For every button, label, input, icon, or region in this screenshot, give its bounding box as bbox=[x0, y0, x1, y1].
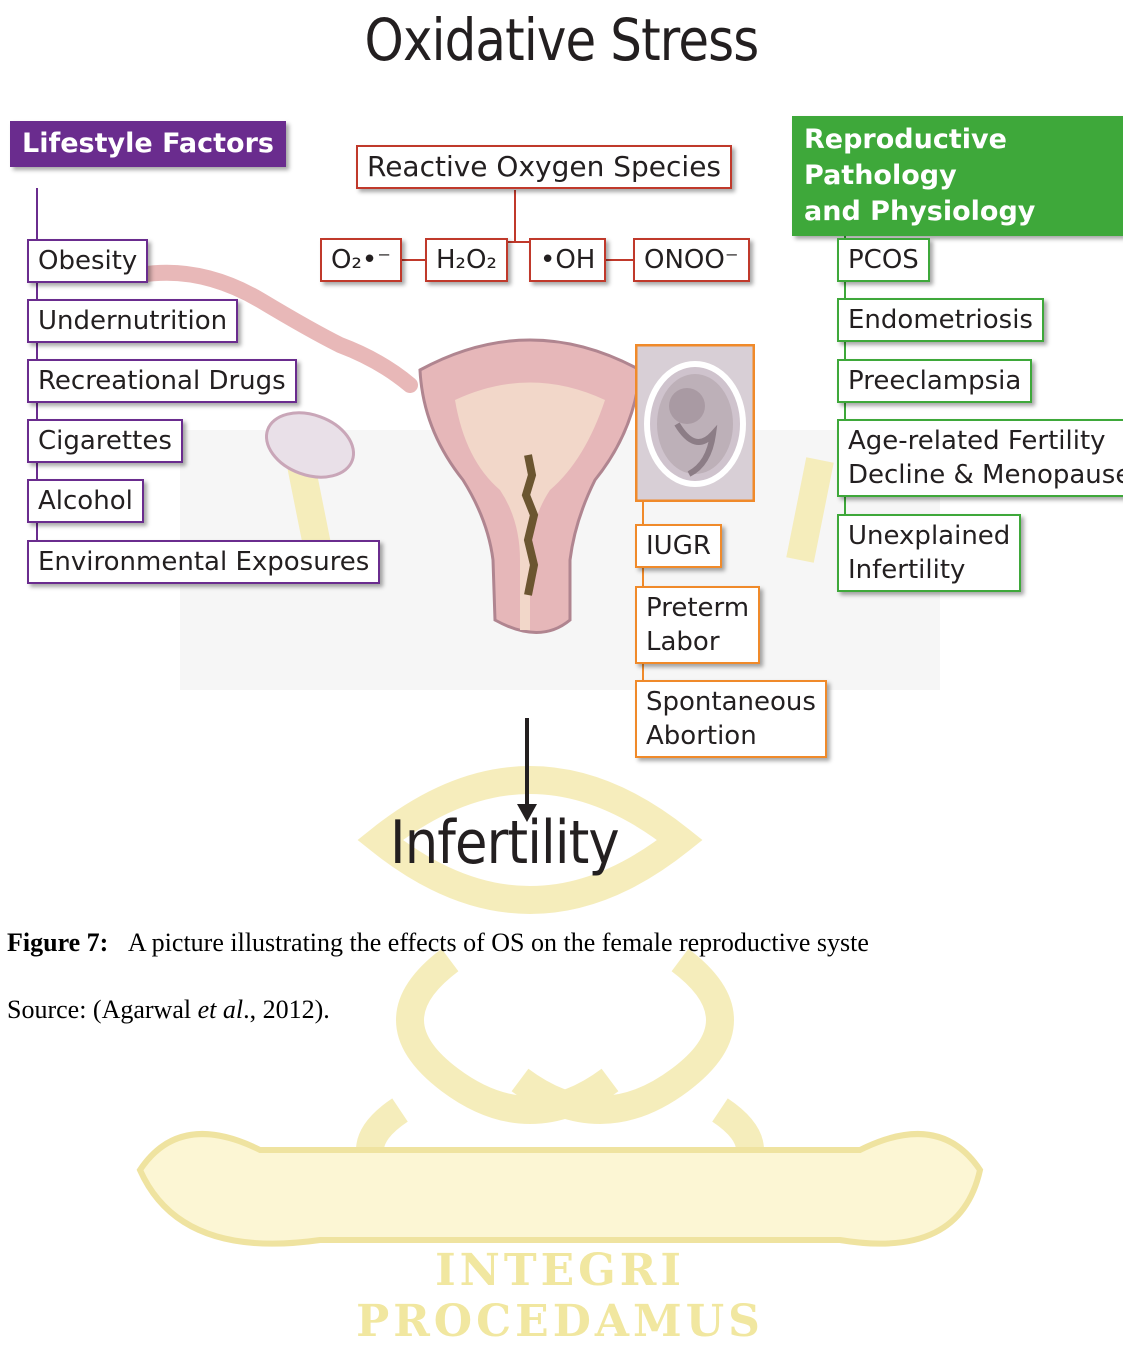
pregnancy-item-preterm-labor: Preterm Labor bbox=[635, 586, 760, 664]
figure-caption-text: A picture illustrating the effects of OS… bbox=[128, 928, 869, 957]
lifestyle-item-recreational-drugs: Recreational Drugs bbox=[27, 359, 297, 403]
lifestyle-item-undernutrition: Undernutrition bbox=[27, 299, 238, 343]
pathology-item-preeclampsia: Preeclampsia bbox=[837, 359, 1032, 403]
unexplained-line1: Unexplained bbox=[848, 519, 1010, 553]
source-prefix: Source: (Agarwal bbox=[7, 995, 198, 1024]
ros-peroxynitrite: ONOO⁻ bbox=[633, 238, 750, 282]
lifestyle-item-environmental-exposures: Environmental Exposures bbox=[27, 540, 380, 584]
pathology-item-age-related-decline: Age-related Fertility Decline & Menopaus… bbox=[837, 419, 1123, 497]
diagram-title: Oxidative Stress bbox=[79, 6, 1045, 74]
pathology-item-endometriosis: Endometriosis bbox=[837, 298, 1044, 342]
lifestyle-factors-header: Lifestyle Factors bbox=[10, 121, 286, 167]
abortion-line2: Abortion bbox=[646, 719, 816, 753]
reproductive-pathology-header: Reproductive Pathology and Physiology bbox=[792, 116, 1123, 236]
infertility-outcome: Infertility bbox=[390, 808, 619, 878]
age-related-line1: Age-related Fertility bbox=[848, 424, 1123, 458]
watermark-motto: INTEGRI PROCEDAMUS bbox=[250, 1245, 870, 1347]
reproductive-pathology-header-line2: and Physiology bbox=[804, 194, 1111, 230]
ros-hydroxyl-radical: •OH bbox=[529, 238, 606, 282]
oxidative-stress-diagram: Oxidative Stress Lifestyle Factors Obesi… bbox=[0, 0, 1123, 1317]
lifestyle-item-cigarettes: Cigarettes bbox=[27, 419, 183, 463]
lifestyle-item-obesity: Obesity bbox=[27, 239, 148, 283]
preterm-line2: Labor bbox=[646, 625, 749, 659]
figure-caption: Figure 7: A picture illustrating the eff… bbox=[7, 928, 869, 958]
pathology-item-pcos: PCOS bbox=[837, 238, 930, 282]
pathology-item-unexplained-infertility: Unexplained Infertility bbox=[837, 514, 1021, 592]
figure-label: Figure 7: bbox=[7, 928, 108, 957]
source-italic: et al bbox=[198, 995, 244, 1024]
source-suffix: ., 2012). bbox=[243, 995, 330, 1024]
age-related-line2: Decline & Menopause bbox=[848, 458, 1123, 492]
unexplained-line2: Infertility bbox=[848, 553, 1010, 587]
ros-hydrogen-peroxide: H₂O₂ bbox=[425, 238, 508, 282]
lifestyle-item-alcohol: Alcohol bbox=[27, 479, 144, 523]
abortion-line1: Spontaneous bbox=[646, 685, 816, 719]
fetus-image bbox=[635, 344, 755, 502]
figure-source: Source: (Agarwal et al., 2012). bbox=[7, 995, 330, 1025]
pregnancy-item-iugr: IUGR bbox=[635, 524, 722, 568]
ros-superoxide: O₂•⁻ bbox=[320, 238, 402, 282]
reproductive-pathology-header-line1: Reproductive Pathology bbox=[804, 122, 1111, 194]
preterm-line1: Preterm bbox=[646, 591, 749, 625]
ros-header: Reactive Oxygen Species bbox=[356, 145, 732, 189]
pregnancy-item-spontaneous-abortion: Spontaneous Abortion bbox=[635, 680, 827, 758]
